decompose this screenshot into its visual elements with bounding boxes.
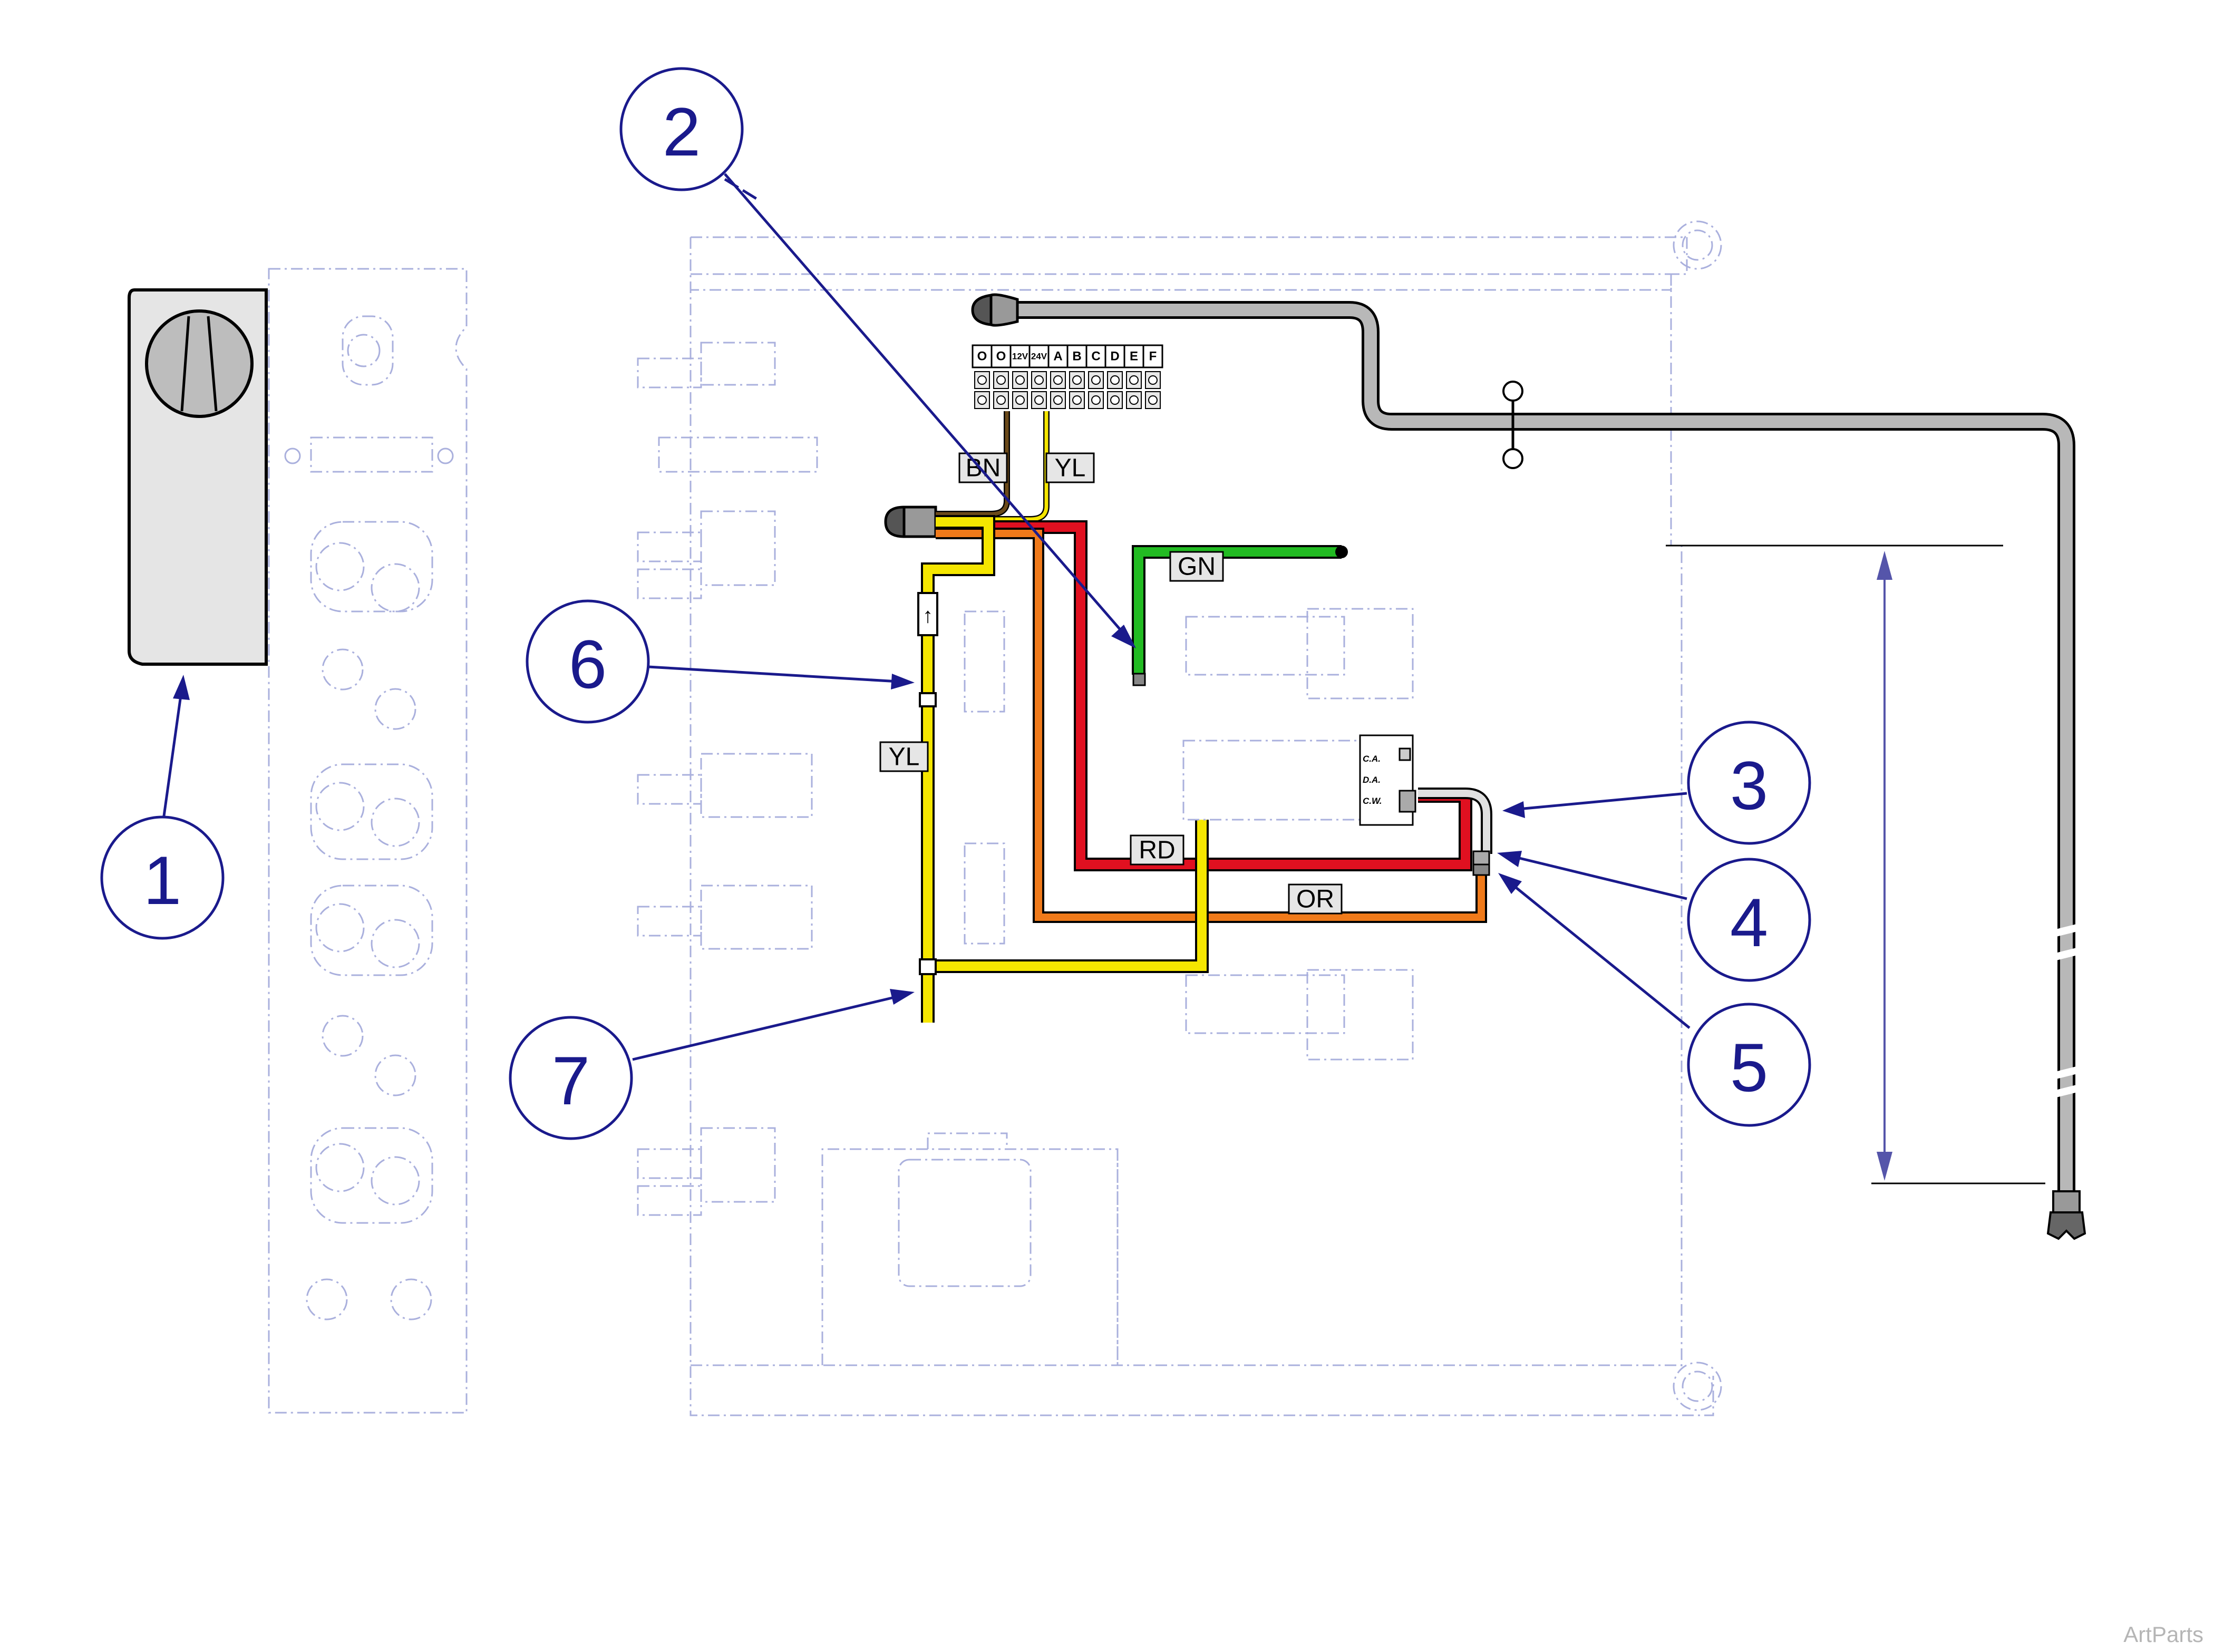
callout-4-label: 4 bbox=[1730, 884, 1768, 961]
wire-label-yl-left: YL bbox=[889, 743, 920, 771]
screw-icon bbox=[1072, 375, 1082, 385]
terminal-cell bbox=[1104, 344, 1125, 368]
item-6-fitting bbox=[919, 692, 937, 707]
callout-5-label: 5 bbox=[1730, 1029, 1768, 1106]
callout-5: 5 bbox=[1687, 1003, 1811, 1127]
screw-icon bbox=[977, 375, 987, 385]
item-7-tee bbox=[919, 958, 937, 975]
callout-7-label: 7 bbox=[552, 1042, 590, 1119]
watermark-text: ArtParts bbox=[2123, 1622, 2203, 1647]
screw-icon bbox=[1129, 395, 1139, 405]
screw-icon bbox=[977, 395, 987, 405]
item-1-control-cover bbox=[128, 288, 268, 666]
terminal-label: E bbox=[1130, 349, 1138, 364]
terminal-screw bbox=[1050, 371, 1066, 389]
terminal-screw bbox=[1145, 391, 1161, 409]
screw-icon bbox=[1015, 395, 1025, 405]
screw-icon bbox=[1015, 375, 1025, 385]
screw-icon bbox=[996, 375, 1006, 385]
wire-label-yl-top: YL bbox=[1055, 454, 1086, 482]
terminal-cell bbox=[1066, 344, 1087, 368]
terminal-label: O bbox=[996, 349, 1006, 364]
terminal-label: O bbox=[977, 349, 987, 364]
dimension-indicator bbox=[1666, 545, 2045, 1184]
wire-orange bbox=[936, 530, 1485, 921]
terminal-label: B bbox=[1072, 349, 1081, 364]
main-cabinet-outline bbox=[637, 220, 1722, 1416]
fitting-icon bbox=[1472, 850, 1490, 866]
screw-icon bbox=[1148, 375, 1158, 385]
screw-icon bbox=[1110, 395, 1120, 405]
terminal-cell bbox=[1123, 344, 1144, 368]
valve-label-ca: C.A. bbox=[1363, 754, 1381, 764]
terminal-cell bbox=[1047, 344, 1069, 368]
terminal-label: 24V bbox=[1031, 352, 1047, 362]
valve-assembly: C.A. D.A. C.W. bbox=[1182, 734, 1492, 876]
leader-lines bbox=[162, 173, 1691, 1061]
left-panel-outline bbox=[268, 268, 468, 1414]
wire-label-rd: RD bbox=[1139, 837, 1175, 864]
screw-icon bbox=[1110, 375, 1120, 385]
callout-6-label: 6 bbox=[569, 626, 607, 703]
flow-arrow-icon: ↑ bbox=[922, 604, 933, 627]
callout-3-label: 3 bbox=[1730, 747, 1768, 824]
screw-icon bbox=[1129, 375, 1139, 385]
screw-icon bbox=[996, 395, 1006, 405]
flow-indicator bbox=[917, 592, 938, 636]
harness-connector bbox=[884, 506, 937, 538]
callout-1: 1 bbox=[100, 815, 225, 940]
terminal-label: A bbox=[1053, 349, 1062, 364]
gray-hose bbox=[971, 293, 2086, 1240]
terminal-label: F bbox=[1149, 349, 1157, 364]
terminal-screw bbox=[1012, 391, 1028, 409]
callout-2: 2 bbox=[619, 67, 744, 191]
valve-label-da: D.A. bbox=[1363, 775, 1381, 785]
terminal-cell bbox=[1142, 344, 1163, 368]
wire-labels: BN YL GN RD OR YL bbox=[879, 452, 1343, 915]
callout-6: 6 bbox=[526, 599, 650, 724]
terminal-label: 12V bbox=[1012, 352, 1028, 362]
callout-2-label: 2 bbox=[663, 93, 701, 170]
terminal-cell bbox=[1085, 344, 1106, 368]
terminal-screw bbox=[1126, 391, 1142, 409]
callout-3: 3 bbox=[1687, 721, 1811, 845]
wire-label-or: OR bbox=[1296, 886, 1334, 914]
wires bbox=[921, 411, 1487, 1023]
wire-yellow-top bbox=[936, 411, 1048, 521]
screw-icon bbox=[1148, 395, 1158, 405]
ghost-valve-group-right bbox=[1185, 608, 1414, 1061]
screw-icon bbox=[1034, 375, 1044, 385]
ghost-valve-group bbox=[637, 342, 818, 1216]
terminal-cell bbox=[972, 344, 993, 368]
screw-icon bbox=[1053, 375, 1063, 385]
wire-yellow-left bbox=[923, 517, 993, 1023]
screw-icon bbox=[1091, 395, 1101, 405]
yellow-wire-components: ↑ bbox=[917, 592, 938, 975]
terminal-screw bbox=[1126, 371, 1142, 389]
screw-icon bbox=[1034, 395, 1044, 405]
valve-label-cw: C.W. bbox=[1363, 796, 1382, 806]
screw-icon bbox=[1072, 395, 1082, 405]
wire-yellow-branch bbox=[928, 817, 1207, 971]
callout-1-label: 1 bbox=[143, 842, 181, 919]
knob-icon bbox=[145, 309, 254, 418]
terminal-label: C bbox=[1091, 349, 1100, 364]
terminal-label: D bbox=[1110, 349, 1119, 364]
screw-icon bbox=[1091, 375, 1101, 385]
wire-green bbox=[1134, 547, 1342, 675]
screw-icon bbox=[1053, 395, 1063, 405]
callout-4: 4 bbox=[1687, 858, 1811, 982]
callout-7: 7 bbox=[509, 1016, 633, 1140]
wire-label-gn: GN bbox=[1178, 553, 1216, 581]
